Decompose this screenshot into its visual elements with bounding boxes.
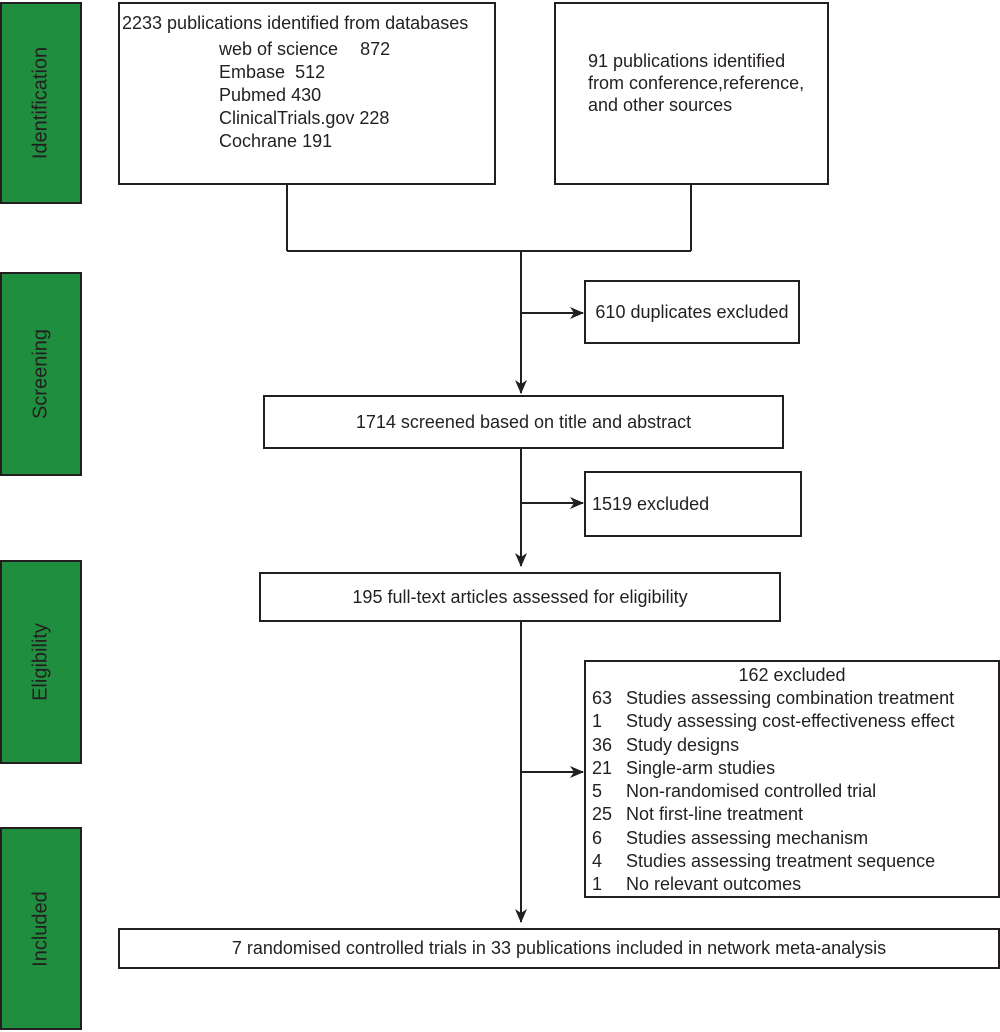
database-source-name: web of science	[219, 39, 339, 59]
other-sources-text: 91 publications identified from conferen…	[588, 50, 804, 116]
database-source-name: Embase	[219, 62, 286, 82]
exclusion-reason: 63 Studies assessing combination treatmen…	[592, 687, 955, 710]
included-box: 7 randomised controlled trials in 33 pub…	[118, 928, 1000, 969]
other-sources-line: from conference,reference,	[588, 73, 805, 93]
screen-excluded-box: 1519 excluded	[584, 471, 802, 537]
exclusion-count: 6	[592, 827, 603, 848]
exclusion-count: 21	[592, 757, 613, 778]
exclusion-text: Studies assessing mechanism	[626, 827, 869, 848]
phase-eligibility: Eligibility	[0, 560, 82, 764]
fulltext-box-text: 195 full-text articles assessed for elig…	[352, 586, 688, 607]
exclusion-text: Studies assessing combination treatment	[626, 688, 955, 708]
database-source-name: Cochrane	[219, 131, 298, 151]
exclusion-reason: 21 Single-arm studies	[592, 757, 955, 780]
exclusion-text: Non-randomised controlled trial	[626, 781, 877, 802]
databases-box-title: 2233 publications identified from databa…	[122, 13, 469, 33]
fulltext-box: 195 full-text articles assessed for elig…	[259, 572, 781, 622]
exclusion-reason: 4 Studies assessing treatment sequence	[592, 850, 955, 873]
duplicates-box: 610 duplicates excluded	[584, 280, 800, 344]
exclusion-reason-list: 63 Studies assessing combination treatmen…	[592, 687, 955, 897]
databases-box: 2233 publications identified from databa…	[118, 2, 496, 185]
exclusion-reason: 36 Study designs	[592, 734, 955, 757]
database-source-count: 872	[360, 39, 391, 59]
exclusion-count: 1	[592, 874, 603, 895]
database-source: ClinicalTrials.gov 228	[219, 107, 390, 130]
exclusion-text: Studies assessing treatment sequence	[626, 851, 936, 872]
other-sources-box: 91 publications identified from conferen…	[554, 2, 829, 185]
exclusion-count: 4	[592, 851, 603, 872]
other-sources-line: 91 publications identified	[588, 51, 786, 71]
screen-excluded-box-text: 1519 excluded	[592, 494, 710, 514]
included-box-text: 7 randomised controlled trials in 33 pub…	[231, 938, 887, 958]
exclusion-text: No relevant outcomes	[626, 874, 802, 895]
fulltext-excluded-box: 162 excluded 63 Studies assessing combina…	[584, 660, 1000, 898]
phase-included: Included	[0, 827, 82, 1030]
exclusion-reason: 6 Studies assessing mechanism	[592, 827, 955, 850]
database-source-count: 512	[295, 62, 326, 82]
exclusion-count: 36	[592, 734, 613, 755]
other-sources-line: and other sources	[588, 95, 733, 115]
exclusion-text: Study designs	[626, 734, 740, 755]
exclusion-count: 5	[592, 781, 603, 802]
database-source-name: ClinicalTrials.gov	[219, 108, 355, 128]
exclusion-text: Study assessing cost-effectiveness effec…	[626, 711, 955, 732]
database-source: Cochrane 191	[219, 130, 390, 153]
exclusion-count: 1	[592, 711, 603, 732]
database-source-count: 430	[291, 85, 322, 105]
exclusion-text: Not first-line treatment	[626, 804, 804, 825]
database-source: Pubmed 430	[219, 84, 390, 107]
exclusion-reason: 1 No relevant outcomes	[592, 873, 955, 896]
database-source-count: 191	[302, 131, 333, 151]
database-source-name: Pubmed	[219, 85, 287, 105]
screened-box-text: 1714 screened based on title and abstrac…	[355, 411, 692, 432]
fulltext-excluded-title: 162 excluded	[738, 665, 846, 685]
exclusion-text: Single-arm studies	[626, 757, 776, 778]
duplicates-box-text: 610 duplicates excluded	[595, 301, 789, 322]
database-source-count: 228	[359, 108, 390, 128]
exclusion-count: 25	[592, 804, 613, 825]
database-source: Embase 512	[219, 61, 390, 84]
phase-screening: Screening	[0, 272, 82, 476]
phase-identification: Identification	[0, 2, 82, 204]
database-source: web of science 872	[219, 38, 390, 61]
screened-box: 1714 screened based on title and abstrac…	[263, 395, 784, 449]
exclusion-count: 63	[592, 688, 613, 708]
exclusion-reason: 25 Not first-line treatment	[592, 803, 955, 826]
exclusion-reason: 1 Study assessing cost-effectiveness effe…	[592, 710, 955, 733]
exclusion-reason: 5 Non-randomised controlled trial	[592, 780, 955, 803]
